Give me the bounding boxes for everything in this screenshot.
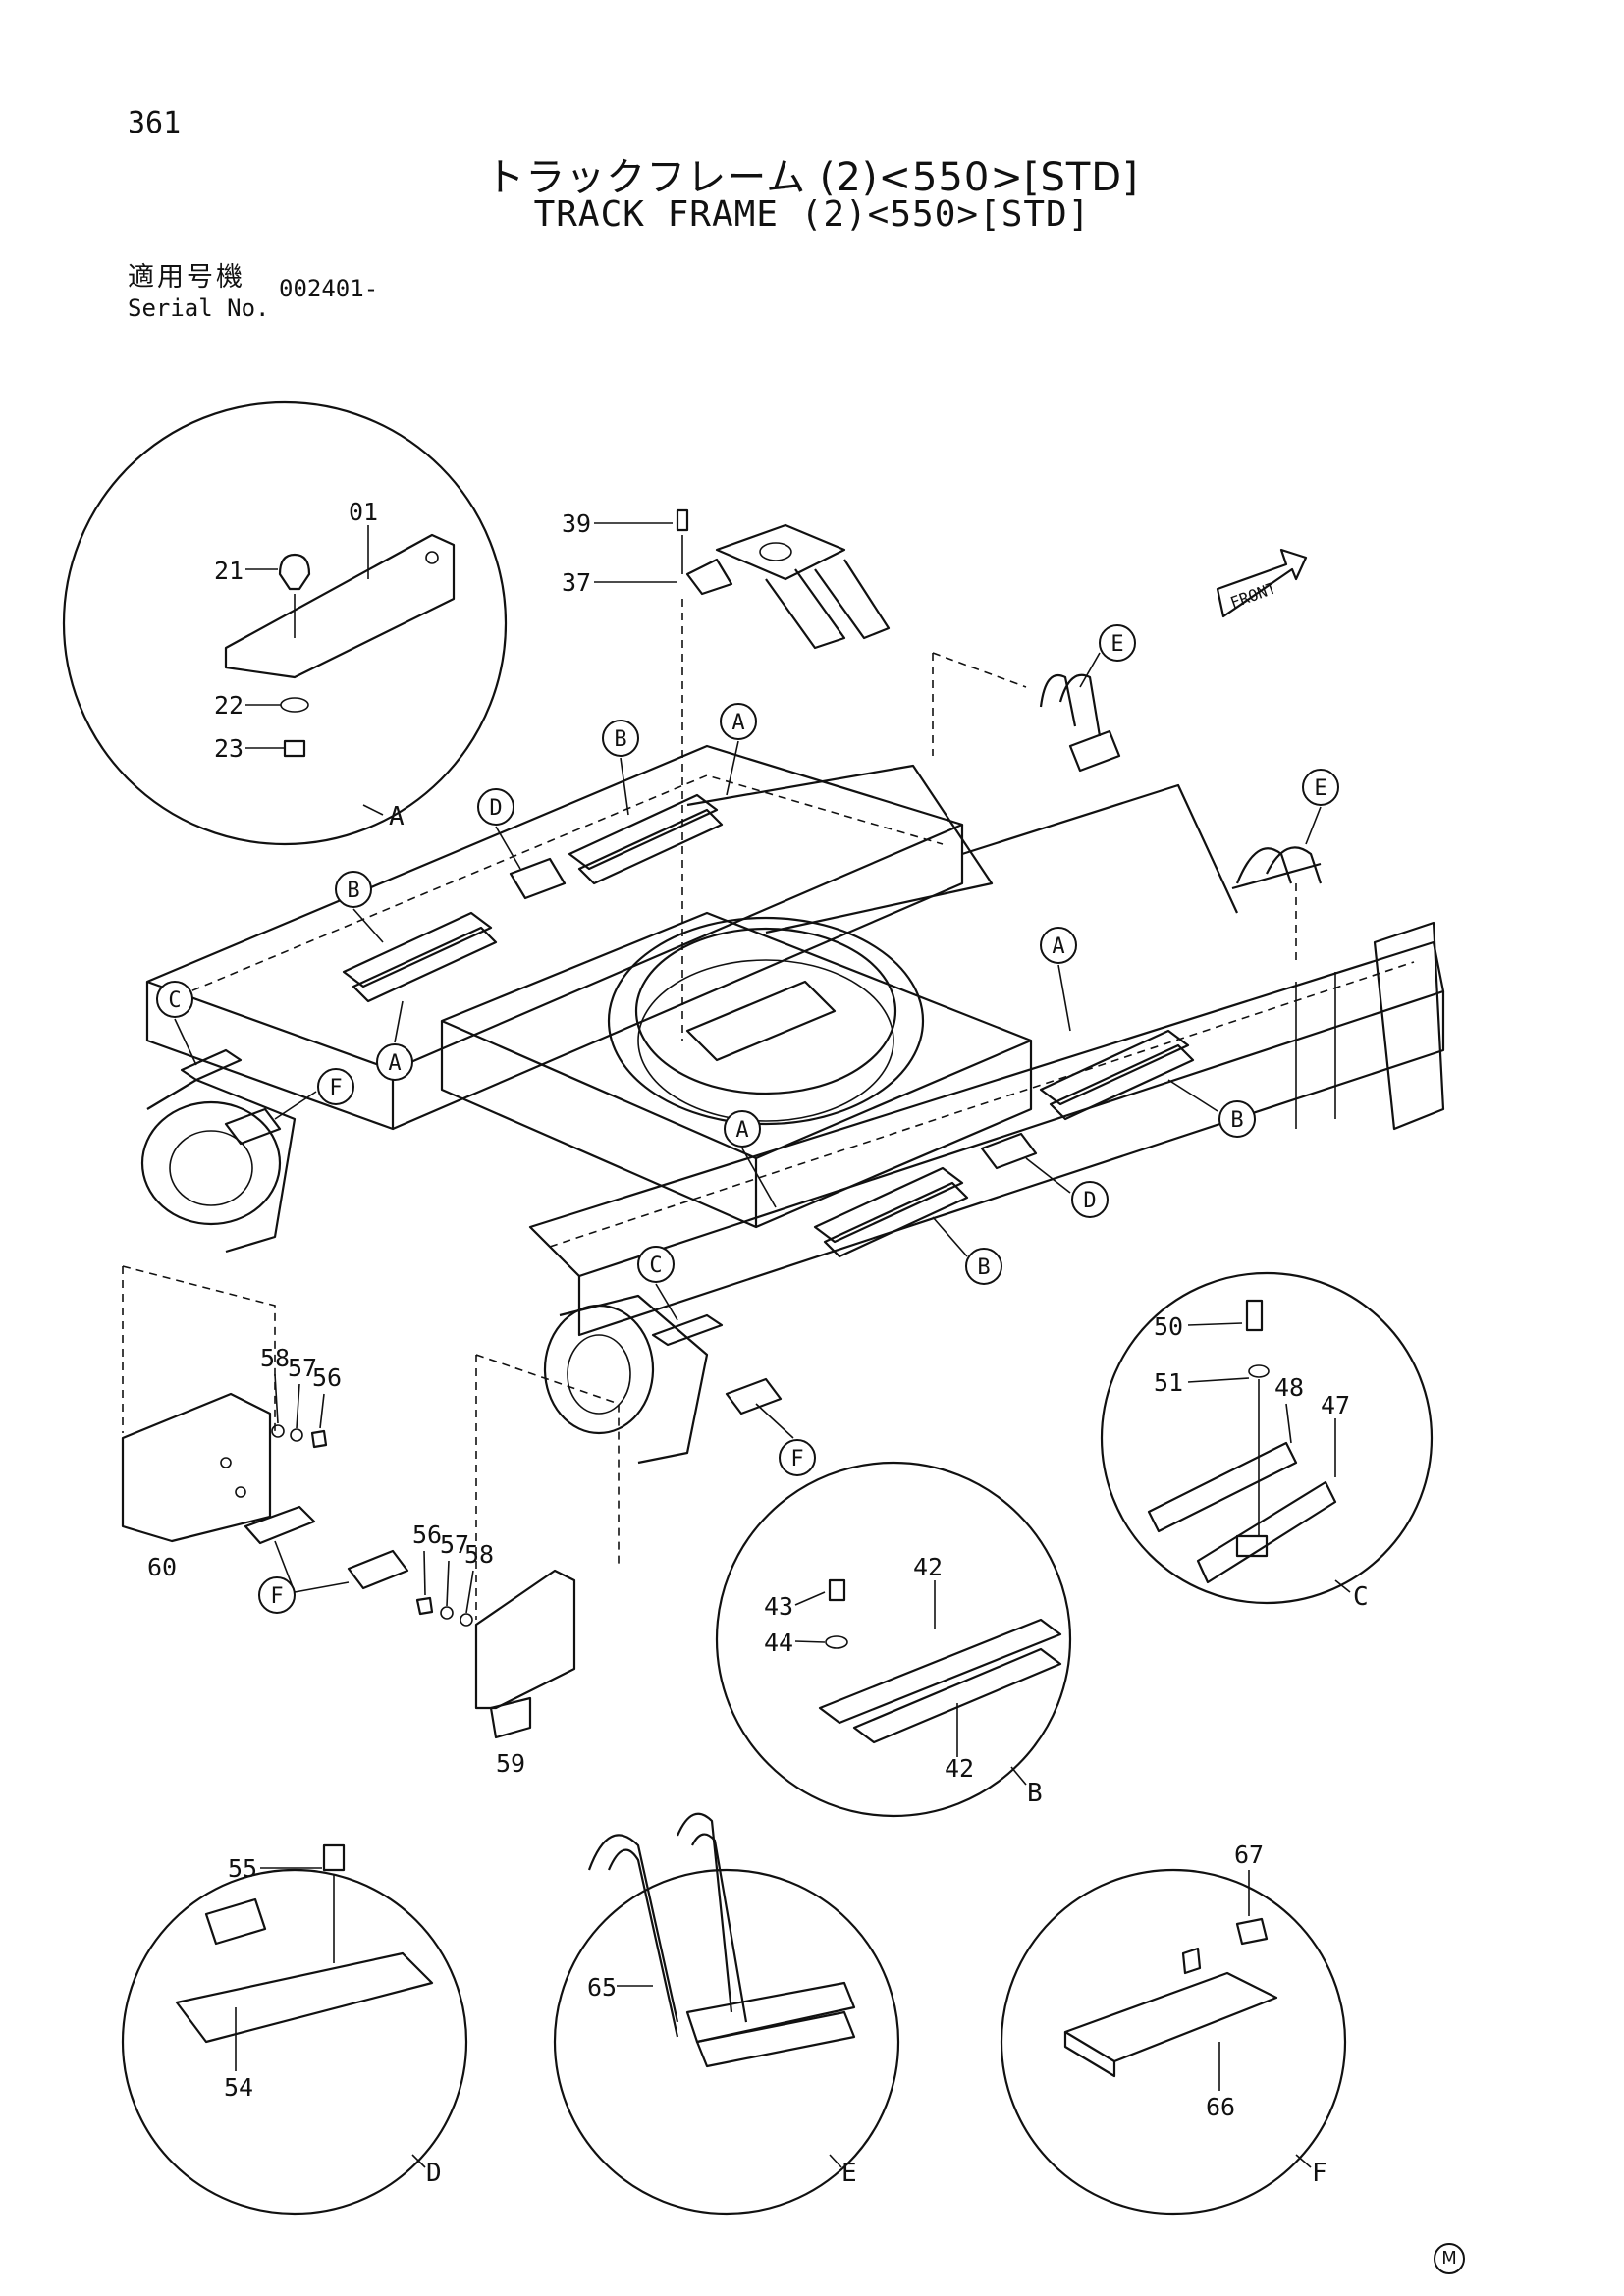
title-english: TRACK FRAME (2)<550>[STD] bbox=[533, 194, 1091, 235]
detail-d-label: D bbox=[426, 2159, 442, 2188]
svg-text:F: F bbox=[790, 1447, 803, 1471]
callout-e-right: E bbox=[1302, 769, 1339, 845]
part-48-label: 48 bbox=[1274, 1373, 1304, 1402]
detail-a bbox=[62, 400, 508, 846]
callout-b-front: B bbox=[932, 1216, 1002, 1285]
detail-b bbox=[715, 1461, 1072, 1818]
svg-text:B: B bbox=[977, 1255, 990, 1280]
title-japanese: トラックフレーム (2)<550>[STD] bbox=[485, 155, 1139, 200]
svg-text:F: F bbox=[270, 1584, 283, 1609]
part-37-label: 37 bbox=[562, 568, 591, 597]
cover-59 bbox=[474, 1354, 620, 1739]
svg-text:B: B bbox=[347, 879, 359, 903]
roller-guard-b-left bbox=[342, 911, 498, 1003]
part-42-label-top: 42 bbox=[913, 1553, 943, 1581]
part-66-label: 66 bbox=[1206, 2093, 1235, 2121]
svg-text:C: C bbox=[649, 1254, 662, 1278]
callout-c-right: C bbox=[637, 1246, 678, 1321]
part-58-label-right: 58 bbox=[464, 1540, 494, 1569]
upper-step-bracket bbox=[594, 508, 891, 1041]
detail-letter-labels: A B C D E F bbox=[362, 802, 1369, 2188]
svg-text:B: B bbox=[614, 727, 626, 752]
detail-c-label: C bbox=[1353, 1582, 1369, 1612]
svg-text:C: C bbox=[168, 988, 181, 1013]
roller-guard-b-front bbox=[813, 1166, 969, 1258]
circled-callouts: A A A A B B B B bbox=[156, 624, 1339, 1614]
part-60-label: 60 bbox=[147, 1553, 177, 1581]
detail-f bbox=[1000, 1868, 1347, 2216]
callout-b-top: B bbox=[602, 720, 639, 816]
detail-d bbox=[121, 1843, 468, 2216]
callout-a-left: A bbox=[376, 1000, 413, 1081]
detail-b-label: B bbox=[1027, 1779, 1043, 1808]
detail-a-label: A bbox=[389, 802, 405, 831]
callout-f-right: F bbox=[755, 1403, 816, 1476]
svg-text:A: A bbox=[735, 1118, 748, 1143]
step-f-left bbox=[244, 1505, 409, 1590]
callout-f-left: F bbox=[274, 1068, 354, 1120]
part-39-label: 39 bbox=[562, 509, 591, 538]
detail-f-label: F bbox=[1312, 2159, 1327, 2188]
part-56-label-left: 56 bbox=[312, 1363, 342, 1392]
part-23-label: 23 bbox=[214, 734, 244, 763]
part-57-label-left: 57 bbox=[288, 1354, 317, 1382]
part-50-label: 50 bbox=[1154, 1312, 1183, 1341]
callout-a-top: A bbox=[720, 703, 757, 796]
callout-d-top: D bbox=[477, 788, 521, 870]
callout-d-right: D bbox=[1025, 1157, 1109, 1218]
part-43-label: 43 bbox=[764, 1592, 793, 1621]
part-42-label-bottom: 42 bbox=[945, 1754, 974, 1783]
part-44-label: 44 bbox=[764, 1629, 793, 1657]
part-58-label-left: 58 bbox=[260, 1344, 290, 1372]
svg-text:D: D bbox=[1083, 1189, 1096, 1213]
detail-e-label: E bbox=[841, 2159, 857, 2188]
page-number: 361 bbox=[128, 106, 182, 140]
svg-text:A: A bbox=[1052, 934, 1064, 959]
part-01-label: 01 bbox=[349, 498, 378, 526]
footer-mark: M bbox=[1434, 2243, 1465, 2274]
part-59-label: 59 bbox=[496, 1749, 525, 1778]
part-number-labels: 01 21 22 23 39 37 42 42 43 44 47 48 50 5… bbox=[147, 498, 1350, 2121]
serial-number-value: 002401- bbox=[279, 275, 379, 302]
callout-b-right: B bbox=[1167, 1079, 1256, 1138]
part-47-label: 47 bbox=[1321, 1391, 1350, 1419]
svg-text:B: B bbox=[1230, 1108, 1243, 1133]
part-55-label: 55 bbox=[228, 1854, 257, 1883]
svg-text:F: F bbox=[329, 1076, 342, 1100]
serial-label-japanese: 適用号機 bbox=[128, 262, 245, 293]
svg-text:D: D bbox=[489, 796, 502, 821]
track-frame-assembly bbox=[140, 652, 1445, 1465]
svg-text:E: E bbox=[1110, 632, 1123, 657]
part-54-label: 54 bbox=[224, 2073, 253, 2102]
svg-text:E: E bbox=[1314, 776, 1326, 801]
part-56-label-right: 56 bbox=[412, 1521, 442, 1549]
callout-f-lower: F bbox=[258, 1540, 350, 1614]
cover-60 bbox=[121, 1265, 276, 1543]
front-direction-arrow: FRONT bbox=[1216, 548, 1308, 618]
svg-text:A: A bbox=[731, 711, 744, 735]
part-65-label: 65 bbox=[587, 1973, 617, 2002]
roller-guard-b-top bbox=[568, 793, 724, 885]
roller-guard-b-right bbox=[1039, 1029, 1195, 1121]
part-21-label: 21 bbox=[214, 557, 244, 585]
part-67-label: 67 bbox=[1234, 1841, 1264, 1869]
callout-a-right: A bbox=[1040, 927, 1077, 1032]
svg-text:A: A bbox=[388, 1051, 401, 1076]
detail-c bbox=[1100, 1271, 1434, 1605]
hardware-left-58-57-56 bbox=[271, 1373, 328, 1449]
part-51-label: 51 bbox=[1154, 1368, 1183, 1397]
callout-c-left: C bbox=[156, 981, 197, 1066]
callout-b-left: B bbox=[335, 871, 384, 943]
part-57-label-right: 57 bbox=[440, 1530, 469, 1559]
callout-a-front: A bbox=[724, 1110, 777, 1208]
handrail-e-upper bbox=[1039, 673, 1121, 773]
serial-label-english: Serial No. bbox=[128, 294, 270, 322]
handrail-e-right bbox=[1231, 846, 1323, 962]
detail-e bbox=[553, 1812, 900, 2216]
hardware-right-56-57-58 bbox=[415, 1550, 474, 1627]
part-22-label: 22 bbox=[214, 691, 244, 720]
callout-e-top: E bbox=[1079, 624, 1136, 688]
